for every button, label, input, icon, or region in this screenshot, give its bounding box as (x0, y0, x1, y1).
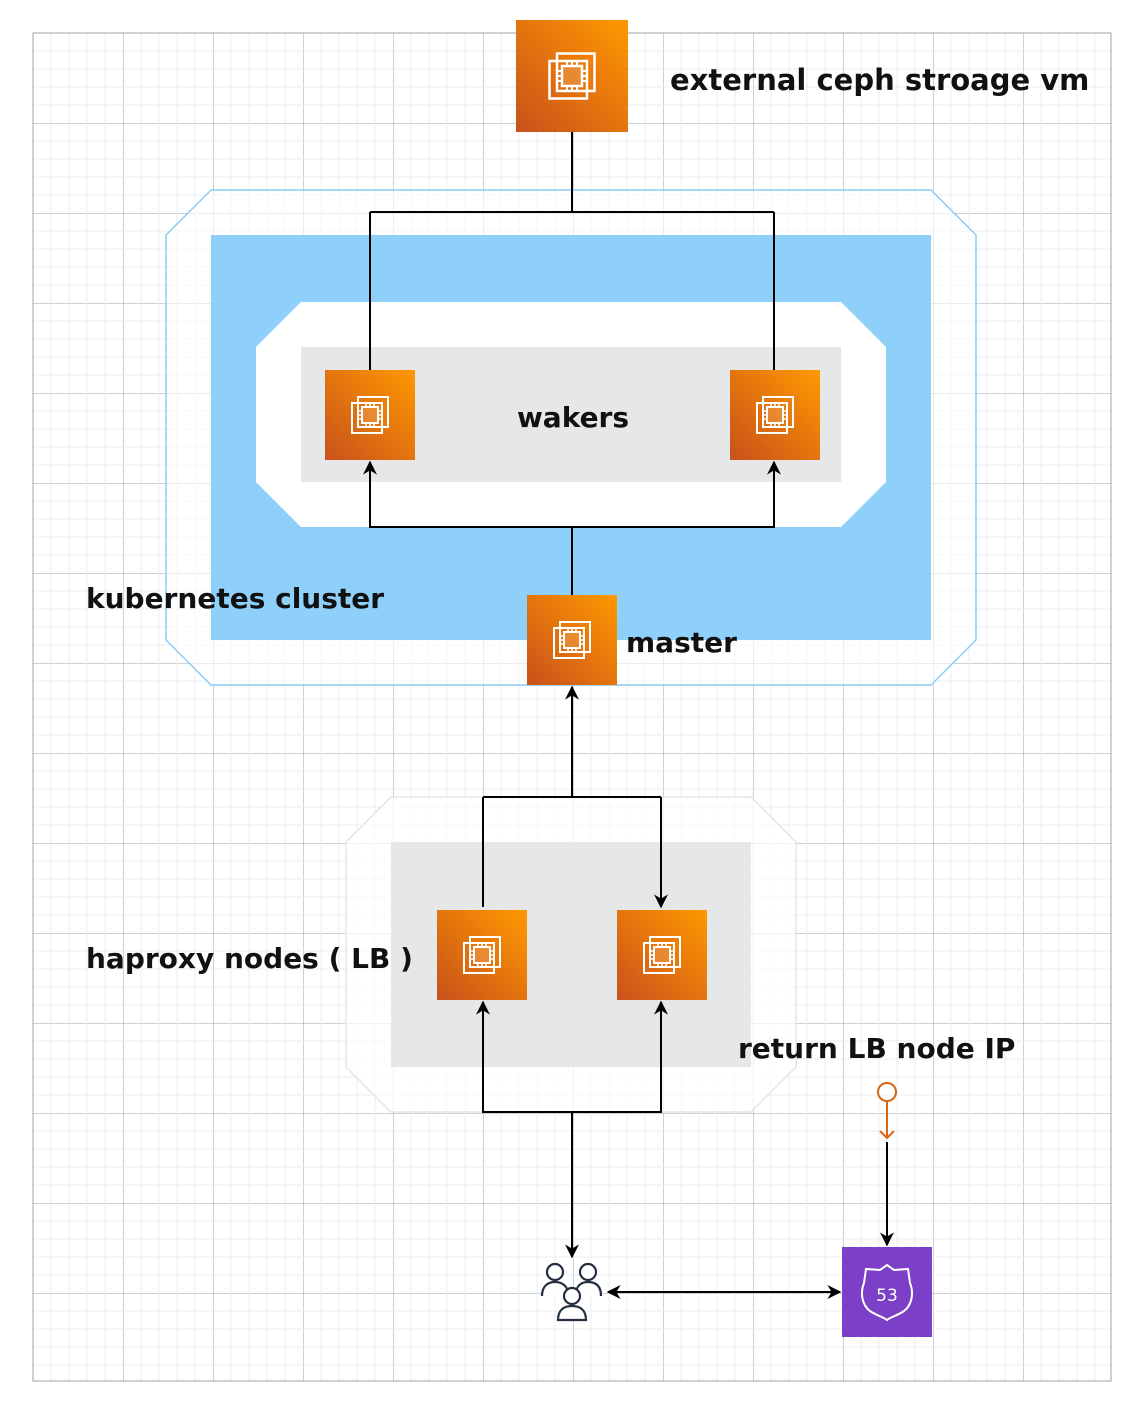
users-to-lb2-arrow (572, 1000, 668, 1113)
return-lb-ip-label: return LB node IP (738, 1032, 1015, 1065)
haproxy-ec2-icon (437, 910, 527, 1000)
lb-split-arrows (482, 796, 661, 907)
master-to-worker2-arrow (572, 460, 781, 528)
users-to-lb1-arrow (476, 1000, 572, 1113)
master-to-worker1-arrow (363, 460, 573, 595)
worker-ec2-icon (730, 370, 820, 460)
users-icon (540, 1262, 603, 1322)
master-ec2-icon (527, 595, 617, 685)
connectors (363, 132, 894, 1299)
storage-connector (369, 132, 775, 370)
haproxy-label: haproxy nodes ( LB ) (86, 942, 413, 975)
external-storage-label: external ceph stroage vm (670, 63, 1089, 97)
master-label: master (626, 626, 737, 659)
route53-badge-text: 53 (876, 1286, 898, 1306)
route53-icon: 53 (842, 1247, 932, 1337)
kubernetes-cluster-label: kubernetes cluster (86, 582, 384, 615)
event-source-icon (877, 1082, 897, 1140)
workers-label: wakers (517, 401, 629, 434)
worker-ec2-icon (325, 370, 415, 460)
haproxy-ec2-icon (617, 910, 707, 1000)
external-storage-ec2-icon (516, 20, 628, 132)
